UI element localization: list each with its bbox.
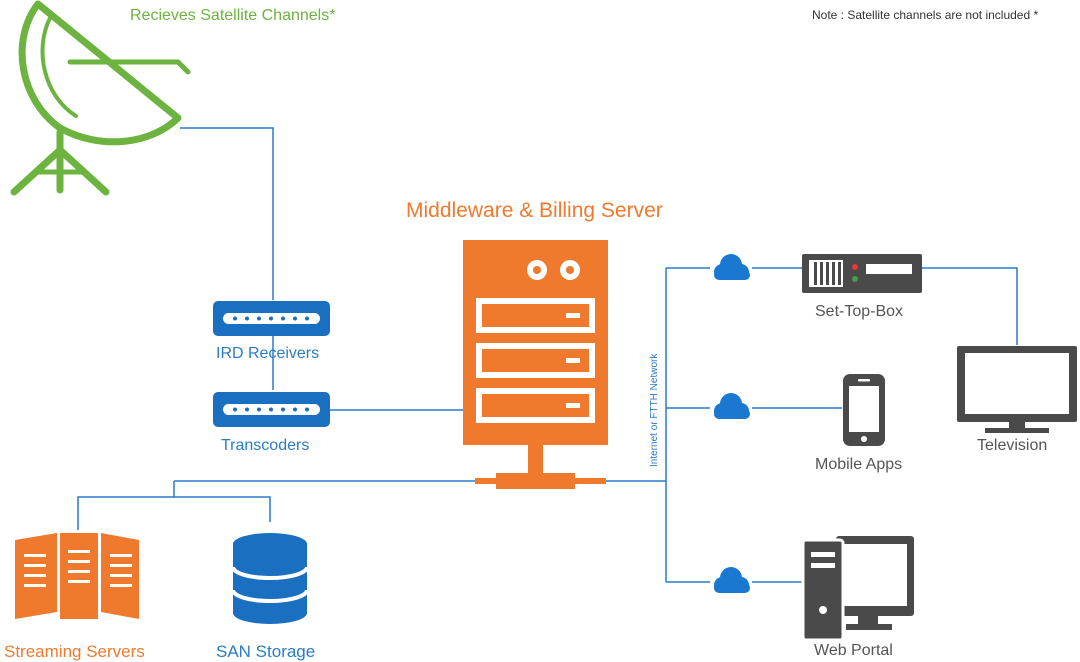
server-icon: [463, 240, 608, 489]
transcoders-label: Transcoders: [221, 437, 310, 454]
note-text: Note : Satellite channels are not includ…: [812, 8, 1039, 22]
network-label: Internet or FTTH Network: [649, 353, 660, 467]
connector-lines: [77, 127, 1018, 583]
mobile-label: Mobile Apps: [815, 456, 903, 473]
database-icon: [231, 533, 309, 624]
web-label: Web Portal: [814, 642, 893, 659]
satellite-label: Recieves Satellite Channels*: [130, 7, 336, 24]
streaming-server-icon: [15, 533, 139, 619]
cloud-icon: [714, 393, 750, 419]
transcoder-icon: [213, 392, 330, 427]
receiver-icon: [213, 301, 330, 336]
stb-label: Set-Top-Box: [815, 303, 904, 320]
set-top-box-icon: [802, 254, 922, 293]
television-icon: [957, 346, 1077, 433]
server-label: Middleware & Billing Server: [406, 199, 663, 222]
satellite-dish-icon: [10, 0, 191, 196]
smartphone-icon: [843, 374, 885, 446]
ird-label: IRD Receivers: [216, 345, 320, 362]
san-label: SAN Storage: [216, 642, 316, 661]
streaming-label: Streaming Servers: [4, 642, 145, 661]
tv-label: Television: [977, 437, 1048, 454]
cloud-icon: [714, 254, 750, 280]
desktop-computer-icon: [801, 536, 914, 642]
cloud-icon: [714, 567, 750, 593]
